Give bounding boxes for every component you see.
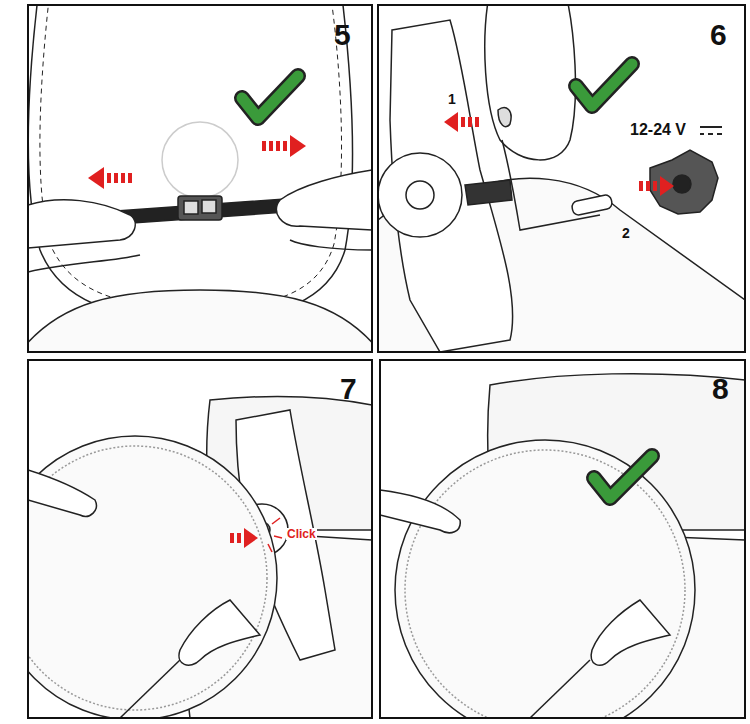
step-number: 8	[712, 374, 729, 404]
click-label: Click	[286, 528, 317, 540]
step-number: 7	[340, 374, 357, 404]
step-number: 5	[334, 20, 351, 50]
step-number: 6	[710, 20, 727, 50]
callout-number: 2	[622, 226, 630, 240]
callout-number: 1	[448, 92, 456, 106]
voltage-label: 12-24 V	[630, 122, 686, 138]
